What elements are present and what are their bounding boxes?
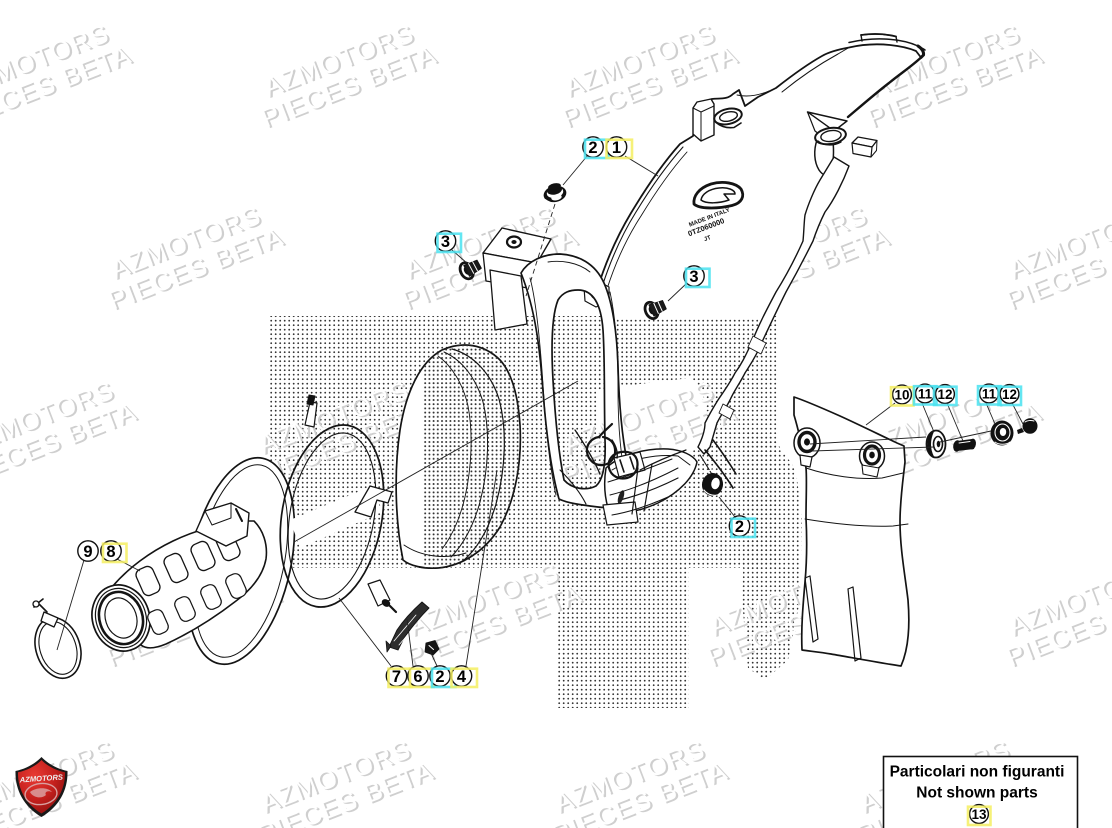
svg-text:12: 12 xyxy=(937,387,952,402)
svg-text:2: 2 xyxy=(588,139,597,157)
svg-text:3: 3 xyxy=(689,268,698,286)
svg-text:4: 4 xyxy=(457,668,467,686)
svg-text:7: 7 xyxy=(392,668,401,686)
svg-text:1: 1 xyxy=(612,139,621,157)
svg-text:Particolari non figuranti: Particolari non figuranti xyxy=(890,764,1065,781)
svg-text:11: 11 xyxy=(918,386,933,401)
svg-text:JT: JT xyxy=(703,235,712,243)
svg-text:2: 2 xyxy=(735,518,744,536)
svg-text:3: 3 xyxy=(441,233,450,251)
svg-text:10: 10 xyxy=(894,387,909,402)
svg-text:Not shown parts: Not shown parts xyxy=(916,785,1037,802)
svg-text:AZMOTORS: AZMOTORS xyxy=(18,773,63,785)
svg-text:8: 8 xyxy=(106,543,115,561)
svg-text:13: 13 xyxy=(971,807,987,822)
svg-text:2: 2 xyxy=(435,668,444,686)
svg-text:6: 6 xyxy=(413,668,422,686)
svg-text:9: 9 xyxy=(83,543,92,561)
svg-text:11: 11 xyxy=(982,386,997,401)
svg-text:12: 12 xyxy=(1002,387,1017,402)
